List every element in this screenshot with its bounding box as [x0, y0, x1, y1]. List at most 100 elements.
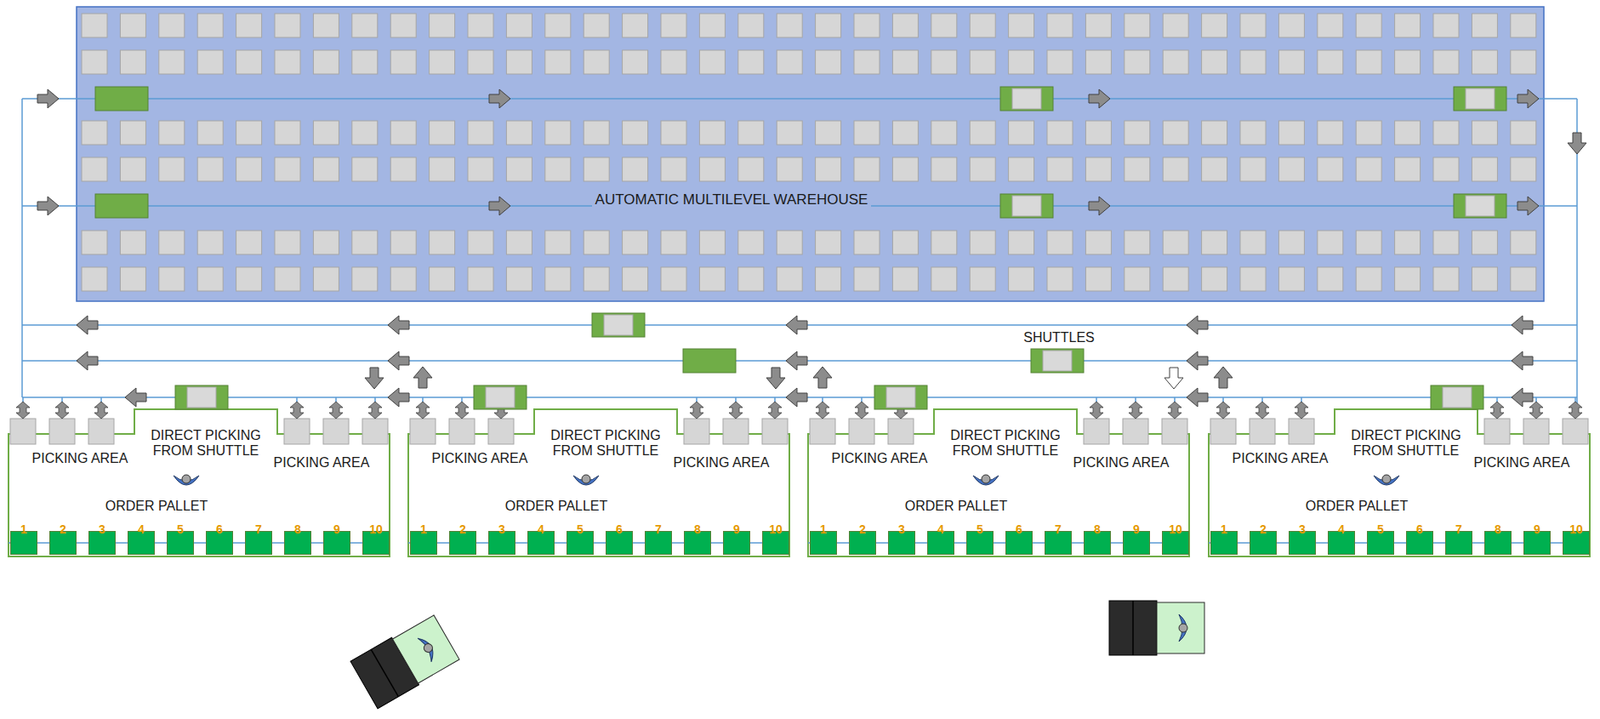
picking-cell: [449, 418, 475, 445]
double-arrow: [1128, 401, 1143, 419]
shuttle: [1453, 193, 1507, 218]
storage-cell: [1471, 13, 1498, 38]
picking-cell: [323, 418, 349, 445]
shuttle: [1000, 193, 1054, 218]
picking-cell: [88, 418, 114, 445]
storage-cell: [1124, 230, 1151, 255]
storage-cell: [1201, 230, 1228, 255]
storage-cell: [1008, 157, 1035, 182]
double-arrow: [1294, 401, 1309, 419]
pallet-number: 7: [255, 522, 262, 536]
picking-cell: [1523, 418, 1549, 445]
storage-cell: [622, 50, 649, 75]
storage-cell: [506, 13, 532, 38]
pallet-number: 7: [654, 522, 662, 536]
storage-cell: [1085, 120, 1111, 145]
storage-cell: [1355, 50, 1382, 75]
storage-cell: [313, 50, 339, 75]
storage-cell: [854, 50, 880, 75]
storage-cell: [429, 157, 456, 182]
area-label: DIRECT PICKING FROM SHUTTLE: [137, 427, 274, 460]
pallet-number: 1: [20, 522, 28, 536]
operator-icon: [173, 475, 200, 485]
shuttle: [592, 313, 645, 337]
shuttle: [1453, 86, 1507, 111]
order-pallet: 9: [323, 530, 351, 555]
order-pallet: 1: [1210, 530, 1238, 555]
storage-cell: [1317, 157, 1344, 182]
shuttle: [473, 385, 527, 410]
order-pallet: 5: [566, 530, 594, 555]
pallet-number: 3: [1298, 522, 1306, 536]
order-pallet: 8: [284, 530, 312, 555]
double-arrow: [329, 401, 343, 419]
area-label: DIRECT PICKING FROM SHUTTLE: [537, 427, 674, 460]
order-pallet: 3: [1288, 530, 1316, 555]
shuttle: [95, 86, 149, 111]
storage-cell: [699, 120, 725, 145]
storage-cell: [197, 267, 223, 291]
flow-arrow: [785, 315, 808, 335]
flow-arrow: [37, 196, 59, 216]
forklift-cab: [392, 614, 460, 684]
storage-cell: [352, 157, 378, 182]
flow-arrow: [1517, 89, 1539, 109]
order-pallet: 6: [1406, 530, 1434, 555]
storage-cell: [583, 267, 610, 291]
storage-cell: [1510, 157, 1537, 182]
picking-cell: [1562, 418, 1589, 445]
pallet-number: 1: [819, 522, 827, 536]
order-pallet: 1: [809, 530, 838, 555]
flow-arrow: [813, 366, 832, 388]
storage-cell: [892, 157, 918, 182]
storage-cell: [236, 157, 262, 182]
storage-cell: [854, 13, 880, 38]
flow-arrow: [1517, 196, 1539, 216]
picking-cell: [1484, 418, 1510, 445]
storage-cell: [1124, 267, 1151, 291]
storage-cell: [699, 157, 725, 182]
pallet-number: 4: [137, 522, 145, 536]
storage-cell: [390, 13, 416, 38]
order-pallet: 8: [1083, 530, 1111, 555]
order-pallet: 7: [244, 530, 273, 555]
order-pallet: 2: [1249, 530, 1277, 555]
storage-cell: [236, 50, 262, 75]
flow-arrow: [1186, 351, 1208, 371]
flow-arrow: [76, 315, 98, 335]
storage-cell: [197, 157, 223, 182]
storage-cell: [660, 50, 687, 75]
storage-cell: [738, 157, 764, 182]
storage-cell: [467, 13, 494, 38]
order-pallet: 6: [605, 530, 633, 555]
storage-cell: [1355, 120, 1382, 145]
storage-cell: [660, 120, 687, 145]
area-label: ORDER PALLET: [505, 498, 609, 514]
pallet-number: 9: [1533, 522, 1541, 536]
area-label: PICKING AREA: [1232, 450, 1329, 467]
shuttle: [874, 385, 928, 410]
picking-cell: [284, 418, 310, 445]
storage-cell: [583, 157, 610, 182]
flow-arrow: [785, 387, 808, 407]
storage-cell: [159, 267, 185, 291]
storage-cell: [1240, 50, 1266, 75]
storage-cell: [1278, 50, 1304, 75]
storage-cell: [776, 230, 803, 255]
pallet-number: 9: [1133, 522, 1140, 536]
storage-cell: [506, 50, 532, 75]
storage-cell: [931, 120, 957, 145]
storage-cell: [197, 120, 223, 145]
storage-cell: [81, 13, 108, 38]
station-outline: [808, 409, 1190, 557]
pallet-number: 1: [420, 522, 428, 536]
storage-cell: [1240, 157, 1266, 182]
picking-cell: [1122, 418, 1149, 445]
pallet-number: 6: [1416, 522, 1424, 536]
storage-cell: [274, 13, 301, 38]
double-arrow: [1167, 401, 1182, 419]
order-pallet: 7: [1445, 530, 1473, 555]
storage-cell: [81, 267, 108, 291]
shuttle-load: [1465, 88, 1495, 109]
storage-cell: [854, 267, 880, 291]
